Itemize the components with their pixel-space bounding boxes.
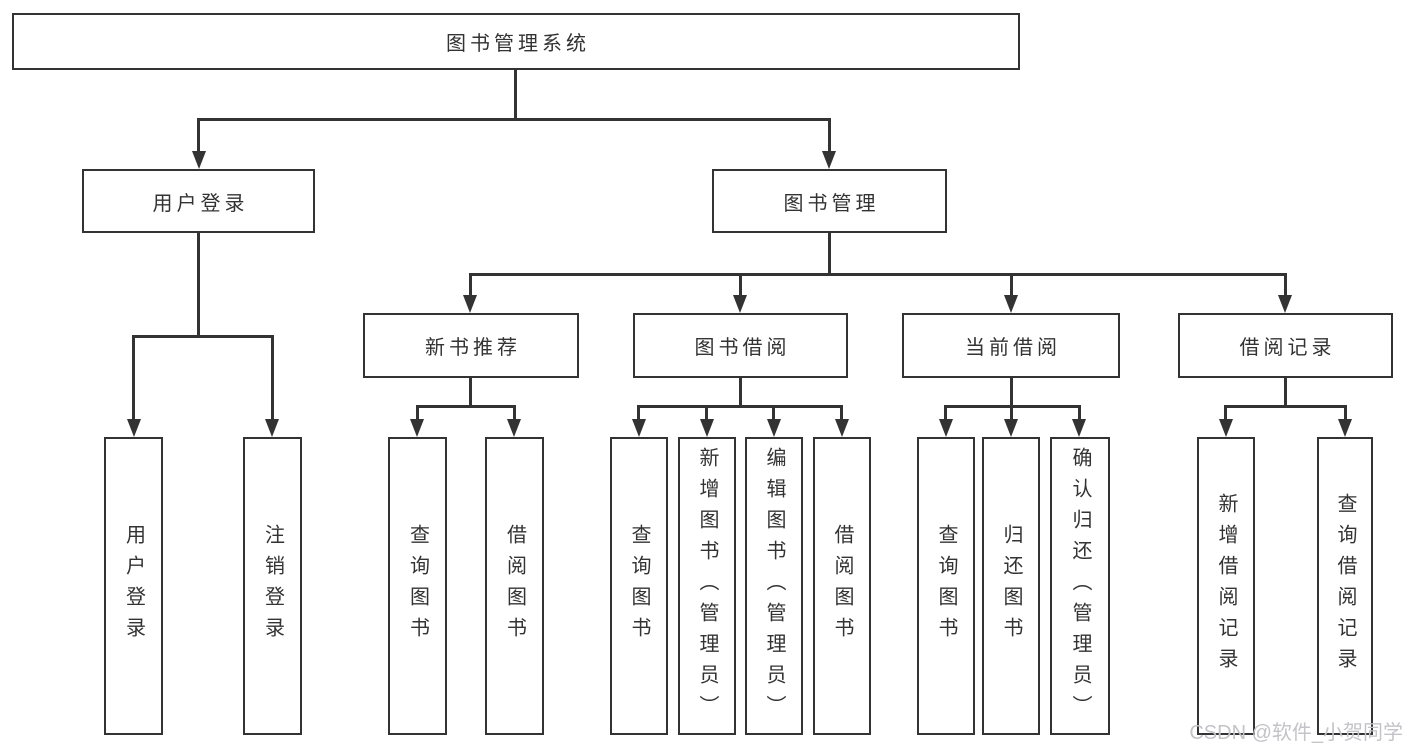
- connector-recommend-bus: [416, 405, 516, 408]
- connector-stem-borrow-records: [1284, 273, 1287, 297]
- arrowhead-down-icon: [939, 419, 953, 437]
- leaf-label: 查询图书: [935, 524, 957, 648]
- leaf-query-books-borrowing: 查询图书: [610, 437, 668, 735]
- leaf-label: 注销登录: [261, 524, 284, 648]
- leaf-query-books-current: 查询图书: [917, 437, 975, 735]
- leaf-label: 编辑图书（管理员）: [763, 446, 785, 726]
- leaf-label: 查询借阅记录: [1334, 493, 1356, 679]
- leaf-label: 新增图书（管理员）: [696, 446, 718, 726]
- arrowhead-down-icon: [410, 419, 424, 437]
- connector-stem-leaf: [705, 405, 708, 421]
- leaf-return-books: 归还图书: [982, 437, 1040, 735]
- connector-stem-leaf: [416, 405, 419, 421]
- arrowhead-down-icon: [632, 419, 646, 437]
- leaf-confirm-return-admin: 确认归还（管理员）: [1050, 437, 1110, 735]
- connector-stem-new-book-recommend: [469, 273, 472, 297]
- connector-stem-user-login: [197, 118, 200, 153]
- arrowhead-down-icon: [822, 151, 836, 169]
- connector-stem-leaf: [944, 405, 947, 421]
- leaf-add-borrow-record: 新增借阅记录: [1197, 437, 1255, 735]
- arrowhead-down-icon: [835, 419, 849, 437]
- leaf-label: 归还图书: [1000, 524, 1022, 648]
- arrowhead-down-icon: [127, 419, 141, 437]
- connector-current-stem: [1010, 378, 1013, 408]
- leaf-label: 新增借阅记录: [1215, 493, 1237, 679]
- connector-borrowing-stem: [739, 378, 742, 408]
- connector-stem-leaf: [1344, 405, 1347, 421]
- connector-records-bus: [1225, 405, 1346, 408]
- arrowhead-down-icon: [192, 151, 206, 169]
- connector-level1-bus: [198, 118, 831, 121]
- arrowhead-down-icon: [1004, 419, 1018, 437]
- arrowhead-down-icon: [265, 419, 279, 437]
- connector-stem-leaf: [840, 405, 843, 421]
- node-borrow-records: 借阅记录: [1178, 313, 1393, 378]
- connector-recommend-stem: [469, 378, 472, 408]
- watermark: CSDN @软件_小贺同学: [1189, 722, 1403, 744]
- arrowhead-down-icon: [1072, 419, 1086, 437]
- connector-stem-leaf: [513, 405, 516, 421]
- arrowhead-down-icon: [463, 295, 477, 313]
- connector-stem-current-borrowing: [1010, 273, 1013, 297]
- node-library-system: 图书管理系统: [12, 13, 1020, 70]
- connector-user-login-stem: [197, 233, 200, 338]
- leaf-label: 借阅图书: [503, 524, 526, 648]
- connector-stem-leaf: [637, 405, 640, 421]
- node-new-book-recommend: 新书推荐: [363, 313, 579, 378]
- arrowhead-down-icon: [1338, 419, 1352, 437]
- node-user-login: 用户登录: [82, 169, 315, 233]
- leaf-query-books-recommend: 查询图书: [388, 437, 447, 735]
- leaf-label: 借阅图书: [831, 524, 853, 648]
- leaf-borrow-books-borrowing: 借阅图书: [813, 437, 871, 735]
- connector-book-management-stem: [828, 233, 831, 275]
- leaf-add-books-admin: 新增图书（管理员）: [678, 437, 736, 735]
- connector-records-stem: [1284, 378, 1287, 408]
- arrowhead-down-icon: [767, 419, 781, 437]
- arrowhead-down-icon: [700, 419, 714, 437]
- connector-stem-leaf: [772, 405, 775, 421]
- leaf-label: 用户登录: [122, 524, 145, 648]
- connector-level2-bus: [469, 273, 1286, 276]
- node-current-borrowing: 当前借阅: [902, 313, 1120, 378]
- connector-root-stem: [514, 70, 517, 121]
- leaf-user-login: 用户登录: [104, 437, 163, 735]
- connector-stem-book-borrowing: [739, 273, 742, 297]
- arrowhead-down-icon: [507, 419, 521, 437]
- leaf-logout: 注销登录: [243, 437, 302, 735]
- connector-borrowing-bus: [638, 405, 843, 408]
- leaf-label: 确认归还（管理员）: [1069, 446, 1091, 726]
- arrowhead-down-icon: [1278, 295, 1292, 313]
- connector-stem-leaf: [1224, 405, 1227, 421]
- arrowhead-down-icon: [1219, 419, 1233, 437]
- arrowhead-down-icon: [733, 295, 747, 313]
- connector-stem-leaf: [1078, 405, 1081, 421]
- connector-stem-leaf: [1010, 405, 1013, 421]
- arrowhead-down-icon: [1004, 295, 1018, 313]
- leaf-label: 查询图书: [628, 524, 650, 648]
- connector-stem-user-login-leaf: [132, 335, 135, 421]
- node-book-borrowing: 图书借阅: [633, 313, 848, 378]
- connector-stem-logout-leaf: [271, 335, 274, 421]
- leaf-edit-books-admin: 编辑图书（管理员）: [745, 437, 803, 735]
- leaf-label: 查询图书: [406, 524, 429, 648]
- node-book-management: 图书管理: [712, 169, 947, 233]
- leaf-borrow-books-recommend: 借阅图书: [485, 437, 544, 735]
- leaf-query-borrow-record: 查询借阅记录: [1317, 437, 1373, 735]
- connector-stem-book-management: [828, 118, 831, 153]
- connector-user-login-bus: [133, 335, 274, 338]
